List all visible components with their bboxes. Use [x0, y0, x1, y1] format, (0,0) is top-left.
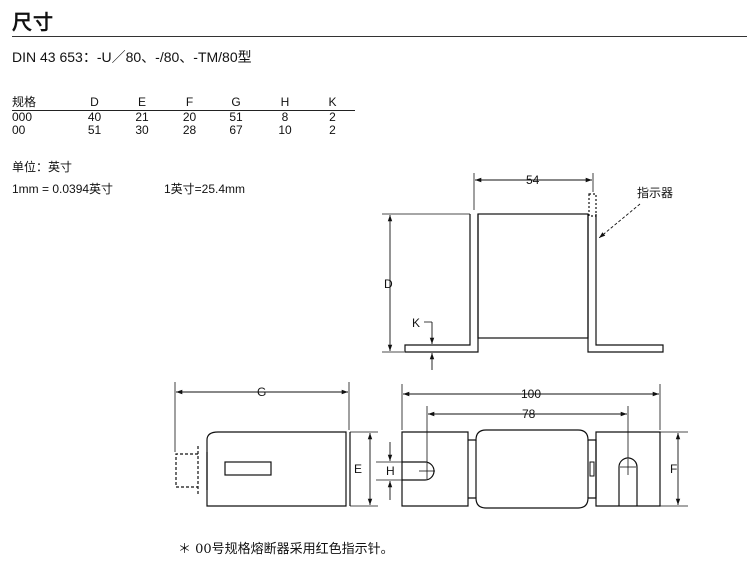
end-view [174, 382, 378, 507]
left-contact-blade [404, 214, 479, 353]
indicator-housing [175, 453, 198, 488]
table-cell: 000 [12, 110, 33, 124]
table-header: K [310, 96, 355, 111]
h-label: H [386, 464, 395, 478]
table-cell: 51 [87, 123, 102, 137]
length-label: 100 [521, 387, 541, 401]
table-cell: 00 [12, 123, 26, 137]
footnote: ＊ 00号规格熔断器采用红色指示针。 [178, 542, 394, 557]
table-cell: 40 [87, 110, 102, 124]
table-cell: 67 [229, 123, 243, 137]
table-cell: 21 [135, 110, 149, 124]
table-cell: 8 [281, 110, 289, 124]
fuse-body-top [468, 429, 597, 509]
table-header: G [212, 96, 260, 111]
indicator-pin [588, 193, 597, 217]
table-cell: 2 [329, 110, 336, 124]
top-view [376, 384, 688, 509]
d-label: D [384, 277, 393, 291]
table-cell: 28 [182, 123, 197, 137]
model-subtitle: DIN 43 653：-U／80、-/80、-TM/80型 [12, 49, 252, 65]
side-view [382, 173, 664, 370]
fuse-body-end [206, 431, 347, 507]
table-header: 规格 [12, 96, 72, 111]
dimension-table: 规格 D E F G H K 000 40 21 20 51 8 2 00 51… [12, 96, 355, 137]
left-blade [401, 431, 469, 507]
table-header: D [72, 96, 117, 111]
table-cell: 10 [278, 123, 292, 137]
title-divider [12, 36, 747, 37]
indicator-label: 指示器 [637, 185, 673, 200]
width-label: 54 [526, 173, 540, 187]
table-cell: 51 [229, 110, 243, 124]
table-header-row: 规格 D E F G H K [12, 96, 355, 111]
table-cell: 30 [135, 123, 149, 137]
fuse-body-side [477, 213, 589, 339]
indicator-tab [589, 461, 595, 477]
table-header: E [117, 96, 167, 111]
unit-label: 单位：英寸 [12, 160, 73, 174]
right-contact-blade [587, 214, 664, 353]
indicator-window [224, 461, 272, 476]
mm-conversion: 1mm = 0.0394英寸 [12, 182, 114, 196]
f-label: F [670, 462, 677, 476]
g-label: G [257, 385, 266, 399]
slot-spacing-label: 78 [522, 407, 536, 421]
table-row: 00 51 30 28 67 10 2 [12, 124, 355, 137]
table-cell: 20 [182, 110, 197, 124]
k-label: K [412, 316, 420, 330]
e-label: E [354, 462, 362, 476]
table-cell: 2 [329, 123, 336, 137]
page-title: 尺寸 [12, 12, 54, 34]
table-header: H [260, 96, 310, 111]
table-row: 000 40 21 20 51 8 2 [12, 111, 355, 125]
indicator-leader [598, 203, 641, 239]
inch-conversion: 1英寸=25.4mm [164, 182, 246, 196]
table-header: F [167, 96, 212, 111]
